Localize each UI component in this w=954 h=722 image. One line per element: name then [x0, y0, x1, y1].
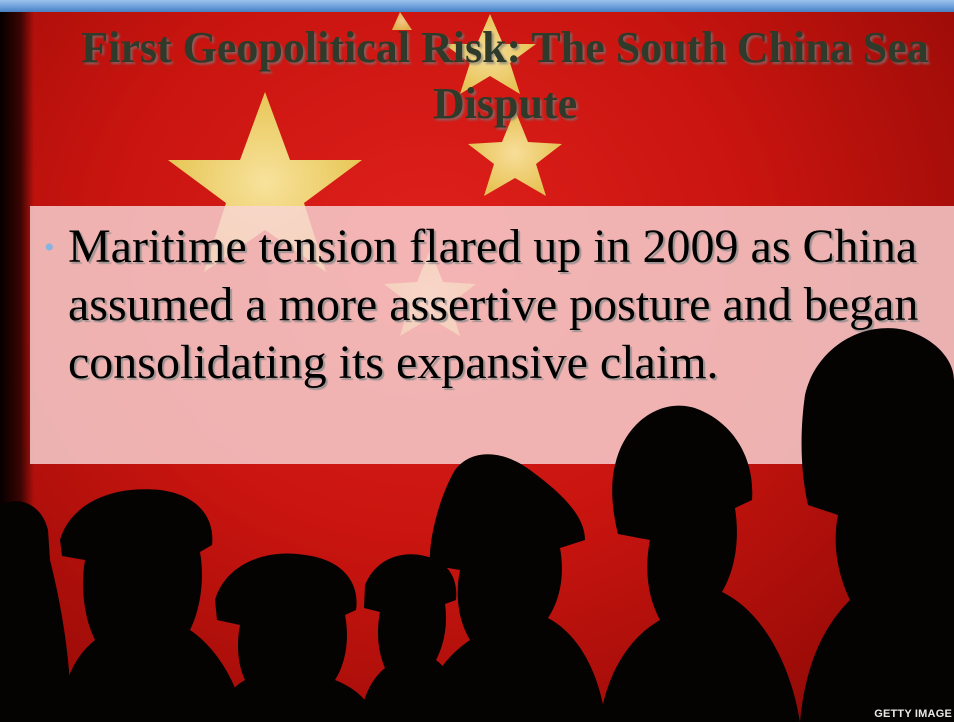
- star-icon: [468, 110, 562, 196]
- bullet-item: • Maritime tension flared up in 2009 as …: [44, 218, 950, 392]
- top-accent-bar: [0, 0, 954, 12]
- silhouette-figure: [800, 328, 954, 722]
- bullet-dot-icon: •: [44, 231, 55, 264]
- star-icon: [392, 12, 412, 30]
- silhouette-figure: [215, 553, 376, 722]
- slide-title: First Geopolitical Risk: The South China…: [81, 23, 929, 128]
- star-icon: [168, 92, 362, 272]
- photo-credit: GETTY IMAGE: [874, 708, 952, 720]
- silhouette-figure: [0, 501, 72, 722]
- silhouette-figure: [420, 454, 606, 722]
- content-panel: • Maritime tension flared up in 2009 as …: [30, 206, 954, 464]
- silhouette-figure: [60, 489, 245, 722]
- bullet-text: Maritime tension flared up in 2009 as Ch…: [68, 220, 919, 389]
- star-icon: [444, 14, 536, 94]
- silhouette-figure: [360, 554, 462, 722]
- silhouette-figure: [600, 405, 800, 722]
